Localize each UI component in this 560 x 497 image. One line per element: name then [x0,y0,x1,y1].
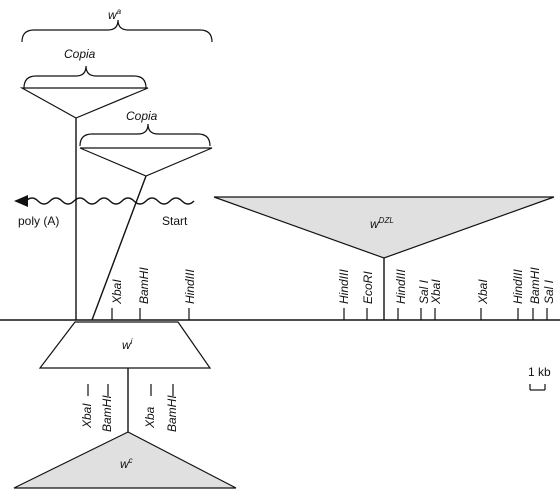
site-label: BamHI [528,267,542,304]
label-copia-2: Copia [126,109,158,123]
site-label: Sal I [542,279,556,304]
scale-bar: 1 kb [528,365,551,391]
sites-below: XbaI BamHI Xba BamHI [80,384,179,432]
site-label: XbaI [429,279,443,305]
label-polya: poly (A) [18,214,59,228]
site-label: HindIII [183,269,197,304]
site-label: HindIII [394,269,408,304]
label-wc: wc [120,456,133,471]
site-label: HindIII [511,269,525,304]
wi-insertion [38,321,212,369]
label-wa: wa [108,7,122,22]
label-start: Start [162,214,188,228]
site-label: Sal I [417,279,431,304]
site-label: XbaI [80,403,94,429]
brace-copia-2 [79,123,211,147]
site-label: BamHI [165,395,179,432]
site-label: EcoRI [361,271,375,304]
wdzl-triangle [213,196,555,259]
site-label: XbaI [110,279,124,305]
wa-insertion-line-right [91,175,147,321]
label-copia-1: Copia [64,47,96,61]
label-wi: wi [122,337,133,352]
site-label: Xba [143,406,157,429]
site-label: XbaI [476,279,490,305]
sites-above: XbaI BamHI HindIII HindIII EcoRI HindIII… [110,267,556,320]
site-label: HindIII [337,269,351,304]
copia-2-triangle [79,147,213,177]
wc-triangle [13,431,237,489]
label-wdzl: wDZL [370,216,394,231]
polya-arrowhead [14,195,28,207]
brace-copia-1 [23,65,147,89]
brace-wa [21,19,213,43]
copia-1-triangle [19,87,149,119]
transcript-wavy-line [25,197,195,205]
site-label: BamHI [137,267,151,304]
site-label: BamHI [100,395,114,432]
scale-label: 1 kb [528,365,551,379]
